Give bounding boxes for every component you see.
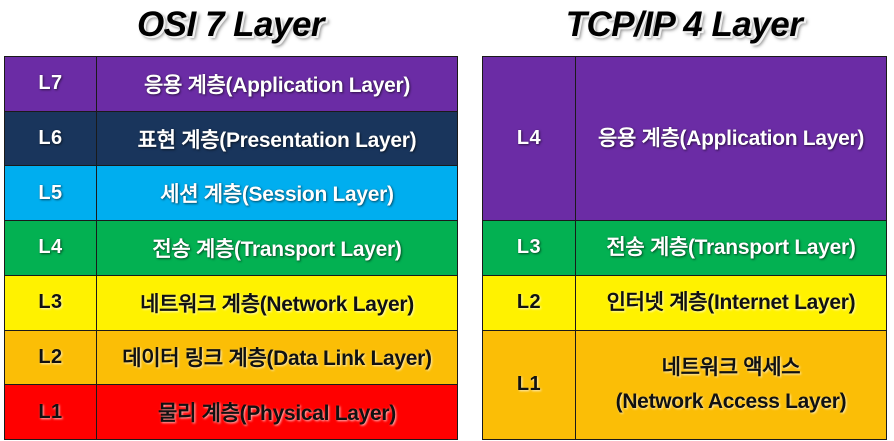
table-row[interactable]: L1 물리 계층(Physical Layer) (4, 384, 458, 440)
osi-layer-code-l4: L4 (4, 220, 97, 276)
tcpip-title: TCP/IP 4 Layer (565, 5, 803, 44)
osi-layer-name-l4: 전송 계층(Transport Layer) (96, 220, 458, 276)
table-row[interactable]: L7 응용 계층(Application Layer) (4, 56, 458, 112)
tcpip-layer-code-l4: L4 (482, 55, 576, 222)
table-row[interactable]: L4 전송 계층(Transport Layer) (4, 220, 458, 276)
osi-layer-name-l3: 네트워크 계층(Network Layer) (96, 274, 458, 331)
osi-layer-code-l7: L7 (4, 56, 97, 112)
tcpip-table-body: L4 응용 계층(Application Layer) L3 전송 계층(Tra… (482, 55, 887, 440)
tcpip-layer-table: L4 응용 계층(Application Layer) L3 전송 계층(Tra… (482, 55, 887, 440)
osi-title: OSI 7 Layer (136, 5, 325, 44)
table-row[interactable]: L2 데이터 링크 계층(Data Link Layer) (4, 329, 458, 386)
tcpip-layer-name-l1-line2: (Network Access Layer) (615, 389, 847, 413)
tcpip-layer-name-l2: 인터넷 계층(Internet Layer) (575, 274, 887, 331)
tcpip-layer-code-l2: L2 (482, 274, 576, 331)
osi-layer-code-l6: L6 (4, 110, 97, 167)
table-row[interactable]: L5 세션 계층(Session Layer) (4, 165, 458, 222)
table-row[interactable]: L6 표현 계층(Presentation Layer) (4, 110, 458, 167)
osi-layer-code-l2: L2 (4, 329, 97, 386)
osi-layer-name-l5: 세션 계층(Session Layer) (96, 165, 458, 222)
tcpip-layer-name-l4-line1: 응용 계층(Application Layer) (597, 126, 865, 150)
table-row[interactable]: L3 네트워크 계층(Network Layer) (4, 274, 458, 331)
table-row[interactable]: L3 전송 계층(Transport Layer) (482, 220, 887, 276)
osi-layer-code-l3: L3 (4, 274, 97, 331)
tcpip-layer-name-l1: 네트워크 액세스 (Network Access Layer) (575, 329, 887, 440)
tcpip-layer-name-l1-line1: 네트워크 액세스 (661, 356, 801, 380)
osi-layer-code-l5: L5 (4, 165, 97, 222)
tcpip-layer-name-l3: 전송 계층(Transport Layer) (575, 220, 887, 276)
tcpip-layer-code-l3: L3 (482, 220, 576, 276)
tcpip-layer-name-l2-line1: 인터넷 계층(Internet Layer) (606, 290, 856, 314)
osi-layer-table: L7 응용 계층(Application Layer) L6 표현 계층(Pre… (4, 56, 458, 440)
table-row[interactable]: L4 응용 계층(Application Layer) (482, 55, 887, 222)
osi-layer-name-l6: 표현 계층(Presentation Layer) (96, 110, 458, 167)
table-row[interactable]: L1 네트워크 액세스 (Network Access Layer) (482, 329, 887, 440)
tcpip-layer-code-l1: L1 (482, 329, 576, 440)
tcpip-layer-name-l4: 응용 계층(Application Layer) (575, 55, 887, 222)
osi-layer-code-l1: L1 (4, 384, 97, 440)
table-row[interactable]: L2 인터넷 계층(Internet Layer) (482, 274, 887, 331)
osi-layer-name-l7: 응용 계층(Application Layer) (96, 56, 458, 112)
osi-layer-name-l1: 물리 계층(Physical Layer) (96, 384, 458, 440)
osi-layer-name-l2: 데이터 링크 계층(Data Link Layer) (96, 329, 458, 386)
osi-table-body: L7 응용 계층(Application Layer) L6 표현 계층(Pre… (4, 56, 458, 440)
tcpip-layer-name-l3-line1: 전송 계층(Transport Layer) (606, 236, 856, 260)
